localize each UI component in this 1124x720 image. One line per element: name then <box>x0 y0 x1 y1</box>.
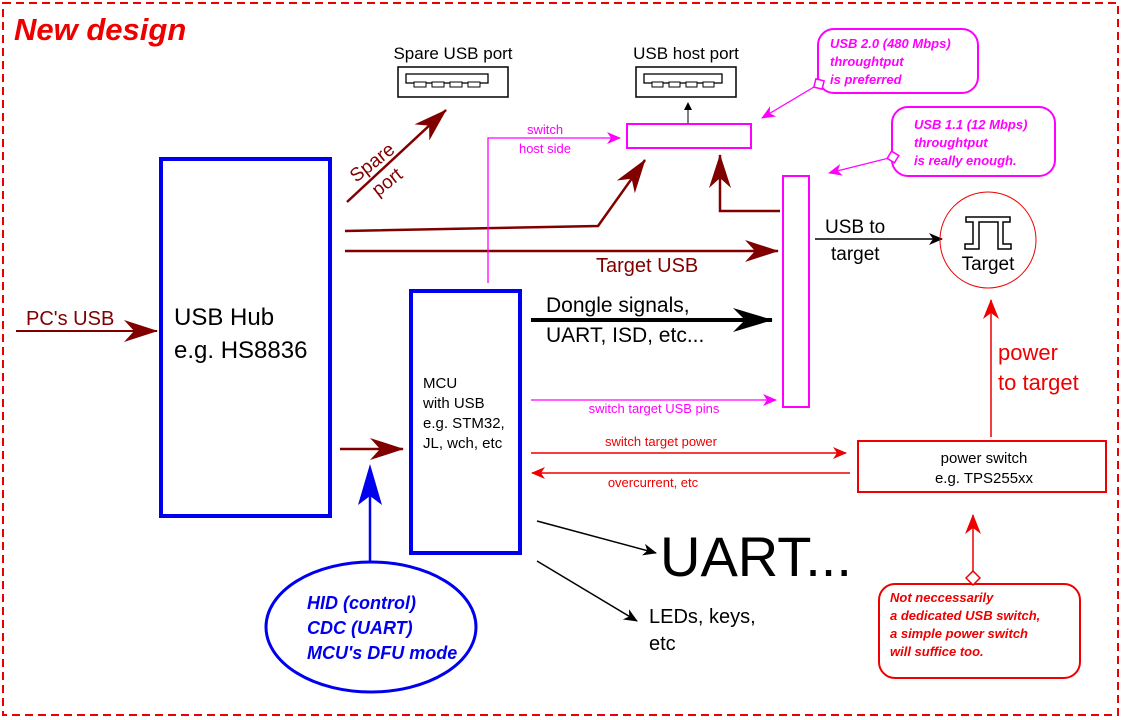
switch-host-side-label-2: host side <box>519 141 571 156</box>
uart-label: UART... <box>660 525 852 588</box>
mcu-label-1: MCU <box>423 375 457 392</box>
power-switch-label-1: power switch <box>941 450 1028 467</box>
leds-arrow <box>536 560 638 622</box>
usb2-note-box <box>817 28 979 94</box>
overcurrent-label: overcurrent, etc <box>608 475 699 490</box>
leds-label-2: etc <box>649 633 676 655</box>
mcu-label-3: e.g. STM32, <box>423 415 505 432</box>
switch-target-usb-pins-label: switch target USB pins <box>589 401 720 416</box>
usb2-note-line-2: throughtput <box>830 54 904 69</box>
target-label: Target <box>962 254 1016 275</box>
power-note-line-1: Not neccessarily <box>890 590 994 605</box>
mcu-box <box>409 289 522 555</box>
pc-usb-label: PC's USB <box>26 308 114 330</box>
hub-to-host-switch-arrow <box>344 159 647 233</box>
chip-icon <box>964 216 1012 250</box>
usb11-note-line-1: USB 1.1 (12 Mbps) <box>914 117 1027 132</box>
usb-hub-box <box>159 157 332 518</box>
power-to-target-label-1: power <box>998 340 1058 365</box>
usb11-note-box <box>891 106 1056 177</box>
host-side-switch-box <box>626 123 752 149</box>
dongle-signals-label-1: Dongle signals, <box>546 294 690 317</box>
switch-host-side-label-1: switch <box>527 122 563 137</box>
power-switch-box <box>857 440 1107 493</box>
hid-label-1: HID (control) <box>307 593 416 613</box>
power-note-line-2: a dedicated USB switch, <box>890 608 1040 623</box>
hid-label-2: CDC (UART) <box>307 618 413 638</box>
switch-target-power-label: switch target power <box>605 434 718 449</box>
usb2-note-pointer <box>762 84 819 119</box>
usb-to-target-label-2: target <box>831 244 880 265</box>
target-usb-label: Target USB <box>596 255 698 277</box>
spare-port-arrow <box>346 109 447 203</box>
usb-to-target-label-1: USB to <box>825 217 885 238</box>
target-usb-switch-bar <box>782 175 810 408</box>
usb11-note-line-2: throughtput <box>914 135 988 150</box>
usb-hub-label: USB Hub <box>174 304 274 331</box>
usb-host-port-label: USB host port <box>633 44 739 63</box>
switch-bar-to-host-arrow <box>709 154 780 213</box>
page-title: New design <box>14 12 186 47</box>
hid-to-mcu-arrow <box>358 464 382 562</box>
usb2-note-line-3: is preferred <box>830 72 903 87</box>
dongle-signals-label-2: UART, ISD, etc... <box>546 324 704 347</box>
power-note-line-3: a simple power switch <box>890 626 1028 641</box>
spare-usb-port-icon <box>397 66 509 98</box>
hid-label-3: MCU's DFU mode <box>307 643 457 663</box>
target-circle <box>939 191 1037 289</box>
power-switch-label-2: e.g. TPS255xx <box>935 470 1034 487</box>
usb11-note-pointer <box>829 157 893 173</box>
power-note-line-4: will suffice too. <box>890 644 984 659</box>
usb11-note-line-3: is really enough. <box>914 153 1017 168</box>
mcu-label-4: JL, wch, etc <box>423 435 503 452</box>
power-to-target-label-2: to target <box>998 370 1079 395</box>
usb2-note-line-1: USB 2.0 (480 Mbps) <box>830 36 951 51</box>
leds-label-1: LEDs, keys, <box>649 606 756 628</box>
usb-hub-part: e.g. HS8836 <box>174 337 307 364</box>
usb-host-port-icon <box>635 66 737 98</box>
spare-usb-port-label: Spare USB port <box>393 44 512 63</box>
uart-arrow <box>536 520 657 556</box>
mcu-label-2: with USB <box>422 395 485 412</box>
switch-host-side-line <box>487 132 621 283</box>
